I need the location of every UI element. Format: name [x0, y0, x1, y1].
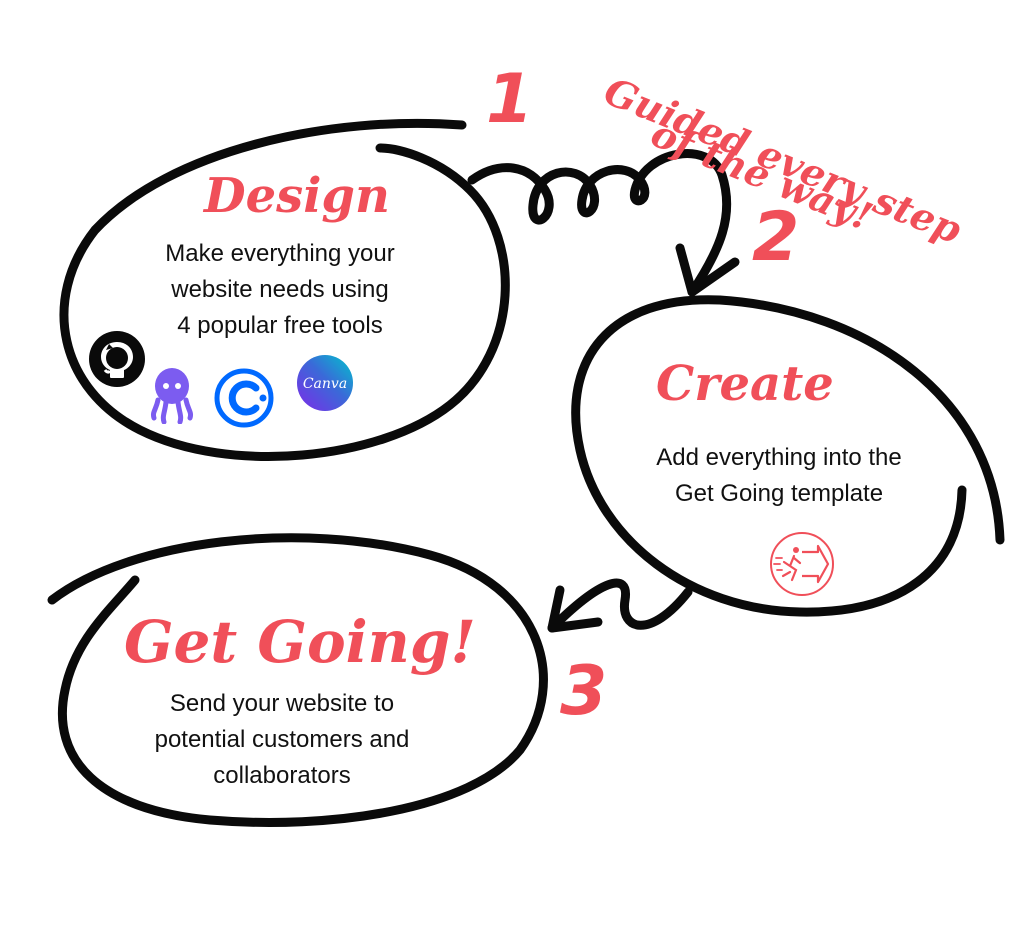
- step-3-number: 3: [560, 652, 608, 731]
- step-1-text: Make everything your website needs using…: [120, 236, 440, 344]
- step-1-number: 1: [486, 60, 534, 139]
- step-3-line: potential customers and: [154, 726, 410, 753]
- connector-1-2: [467, 149, 732, 297]
- create-ellipse: [571, 295, 1005, 617]
- step-3-line: collaborators: [213, 762, 351, 789]
- step-2-line: Add everything into the: [656, 444, 902, 471]
- step-3-title: Get Going!: [124, 608, 476, 676]
- get-going-ellipse: [47, 533, 548, 827]
- canva-wordmark: Canva: [303, 376, 347, 392]
- arrowhead-3: [547, 585, 603, 633]
- step-2-title: Create: [656, 356, 834, 412]
- canva-icon: Canva: [297, 355, 353, 411]
- connector-2-3: [547, 578, 693, 633]
- step-2-text: Add everything into the Get Going templa…: [620, 440, 938, 512]
- step-1-line: website needs using: [171, 276, 389, 303]
- step-2-line: Get Going template: [674, 480, 884, 507]
- design-ellipse: [59, 118, 510, 461]
- arrowhead-2: [675, 243, 740, 297]
- step-2-number: 2: [752, 198, 800, 277]
- octopus-icon: [151, 368, 193, 424]
- calendly-icon: [214, 368, 274, 428]
- step-3-line: Send your website to: [169, 690, 395, 717]
- step-1-line: 4 popular free tools: [177, 312, 383, 339]
- step-1-title: Design: [204, 168, 390, 224]
- running-exit-icon: [770, 532, 834, 596]
- step-1-line: Make everything your: [165, 240, 395, 267]
- step-3-text: Send your website to potential customers…: [122, 686, 442, 794]
- github-icon: [89, 331, 145, 387]
